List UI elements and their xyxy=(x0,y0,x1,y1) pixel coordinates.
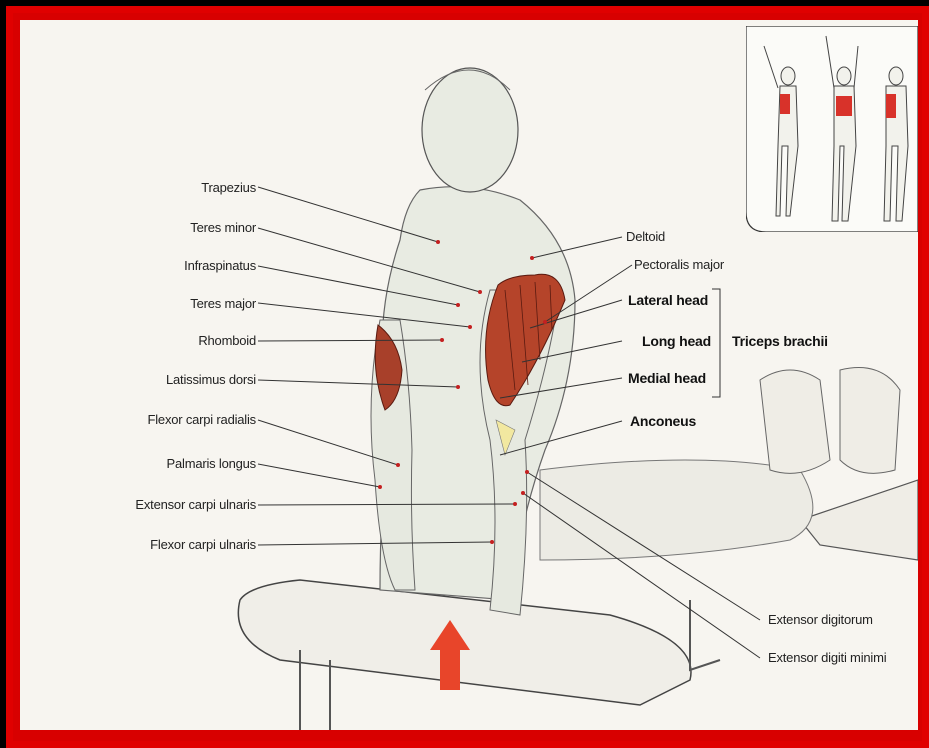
label-rhomboid: Rhomboid xyxy=(198,333,256,348)
label-extensor-digiti-minimi: Extensor digiti minimi xyxy=(768,650,886,665)
label-teres-minor: Teres minor xyxy=(190,220,256,235)
label-flexor-carpi-ulnaris: Flexor carpi ulnaris xyxy=(150,537,256,552)
label-extensor-carpi-ulnaris: Extensor carpi ulnaris xyxy=(135,497,256,512)
label-infraspinatus: Infraspinatus xyxy=(184,258,256,273)
label-extensor-digitorum: Extensor digitorum xyxy=(768,612,873,627)
label-palmaris-longus: Palmaris longus xyxy=(167,456,257,471)
label-long-head: Long head xyxy=(642,333,711,349)
label-lateral-head: Lateral head xyxy=(628,292,708,308)
label-medial-head: Medial head xyxy=(628,370,706,386)
label-triceps-brachii: Triceps brachii xyxy=(732,333,828,349)
label-teres-major: Teres major xyxy=(190,296,256,311)
label-flexor-carpi-radialis: Flexor carpi radialis xyxy=(147,412,256,427)
label-anconeus: Anconeus xyxy=(630,413,696,429)
illustration-canvas: Trapezius Teres minor Infraspinatus Tere… xyxy=(20,20,918,730)
label-pectoralis-major: Pectoralis major xyxy=(634,257,724,272)
label-trapezius: Trapezius xyxy=(201,180,256,195)
label-deltoid: Deltoid xyxy=(626,229,665,244)
label-latissimus-dorsi: Latissimus dorsi xyxy=(166,372,256,387)
